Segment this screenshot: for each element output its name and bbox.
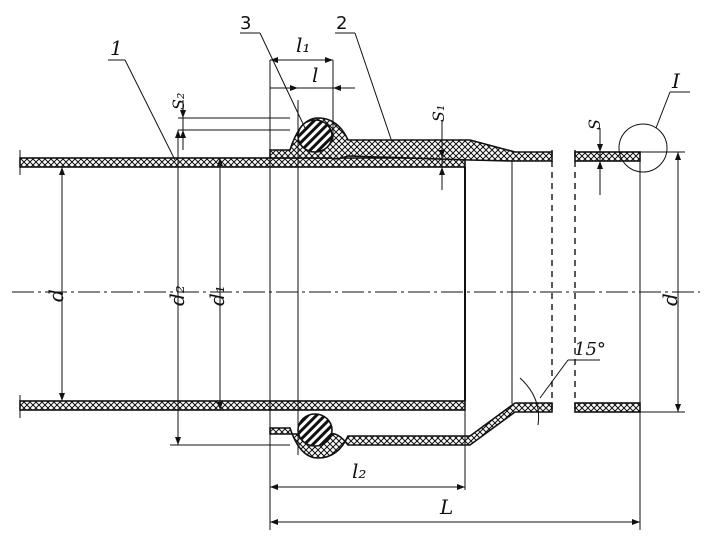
dim-l-label: l <box>312 63 318 87</box>
pipe-left-top-wall <box>19 157 466 168</box>
dim-L-label: L <box>439 495 453 519</box>
pipe-left-bottom-wall <box>19 400 466 411</box>
dim-d-right-label: d <box>658 293 682 306</box>
pipe-left <box>19 150 466 418</box>
dim-d2: d₂ <box>165 130 290 446</box>
part-1-label: 1 <box>110 36 123 60</box>
dim-d-right: d <box>640 151 685 413</box>
dim-l1: l₁ <box>270 33 333 63</box>
pipe-right-bottom-wall <box>574 402 641 413</box>
dim-l1-label: l₁ <box>296 33 310 57</box>
detail-callout: I <box>618 69 690 173</box>
dim-s2: S₂ <box>169 93 290 150</box>
part-leader-3: 3 <box>240 13 306 129</box>
dim-l: l <box>270 63 355 91</box>
dim-s-label: S <box>585 119 604 130</box>
dim-d1: d₁ <box>205 158 229 410</box>
part-2-label: 2 <box>336 13 347 34</box>
dim-l2: l₂ <box>270 459 465 490</box>
dim-d1-label: d₁ <box>205 285 229 306</box>
seal-ring-bottom <box>297 413 333 447</box>
dim-angle-label: 15° <box>574 339 606 360</box>
detail-label: I <box>671 69 681 93</box>
dim-d-left: d <box>44 167 68 401</box>
dim-angle: 15° <box>519 339 606 426</box>
dim-s1-label: S₁ <box>429 105 448 122</box>
part-leader-1: 1 <box>108 36 176 161</box>
dim-l2-label: l₂ <box>352 459 366 483</box>
dim-L: L <box>270 495 640 525</box>
dim-s: S <box>585 119 604 195</box>
pipe-right-top-wall <box>574 151 641 162</box>
dim-s2-label: S₂ <box>169 93 188 110</box>
dim-d2-label: d₂ <box>165 285 189 306</box>
dim-d-left-label: d <box>44 289 68 302</box>
dim-s1: S₁ <box>429 105 448 190</box>
part-3-label: 3 <box>240 13 251 34</box>
socket-bottom-wall <box>269 402 553 459</box>
part-leader-2: 2 <box>335 13 393 143</box>
